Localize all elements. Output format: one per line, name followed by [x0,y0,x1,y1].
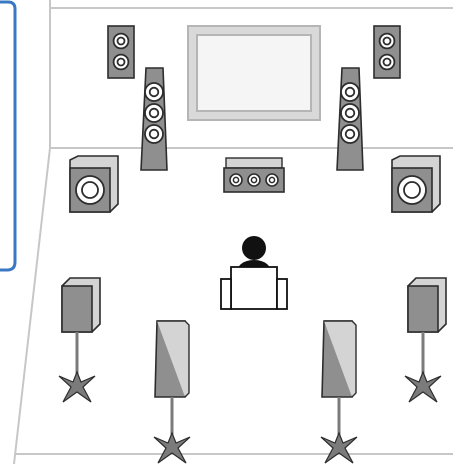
tv-screen [187,25,321,121]
front-right-tower [336,67,364,171]
front-presence-right [373,25,401,79]
front-left-tower [140,67,168,171]
room-outline [13,0,453,464]
subwoofer-right [391,155,441,213]
panel-border [0,0,17,272]
subwoofer-left [69,155,119,213]
surround-back-left [153,320,191,464]
front-presence-left [107,25,135,79]
surround-left [58,277,101,403]
surround-back-right [320,320,358,464]
center-speaker [223,157,285,193]
surround-right [404,277,447,403]
listener [220,236,288,310]
